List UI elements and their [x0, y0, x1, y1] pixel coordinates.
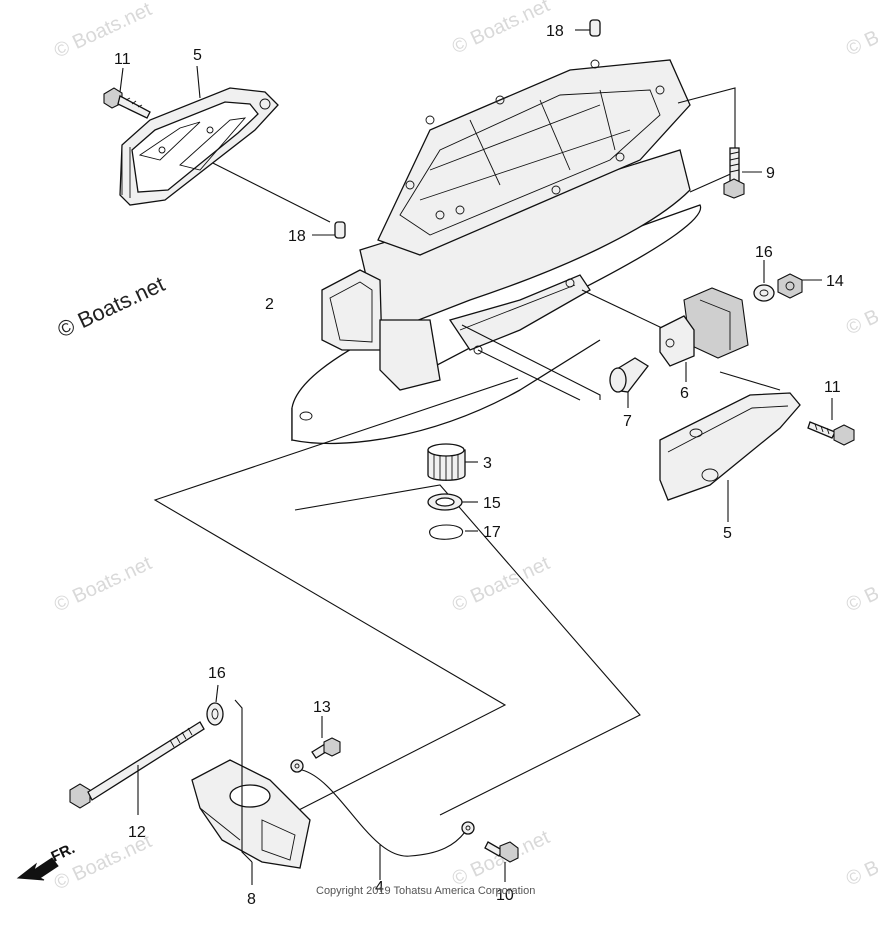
- callout-16: 16: [208, 665, 226, 682]
- callout-labels: 18 11 5 9 18 16 14 2 6 11 7 3 15 17 5 16…: [114, 23, 844, 908]
- callout-12: 12: [128, 824, 146, 841]
- bolt-part-11-lower: [807, 398, 855, 446]
- mount-cover-part-5-upper: [119, 87, 279, 206]
- watermark: © Boats.net: [51, 552, 156, 616]
- washer-part-15: [427, 493, 478, 511]
- callout-4: 4: [375, 879, 384, 896]
- dowel-pin-part-18-lower: [312, 221, 346, 239]
- callout-11: 11: [824, 379, 841, 396]
- callout-3: 3: [483, 455, 492, 472]
- through-bolt-part-12: [69, 721, 205, 815]
- lower-casing-part-2: [291, 59, 702, 445]
- bolt-part-9: [723, 147, 762, 199]
- callout-9: 9: [766, 165, 775, 182]
- watermark: © Boats.net: [449, 826, 554, 890]
- bracket-part-8: [191, 699, 311, 885]
- front-label: FR.: [49, 840, 78, 866]
- watermark: © Boats.net: [843, 826, 878, 890]
- washer-part-16-lower: [206, 684, 224, 726]
- bearing-part-3: [427, 443, 478, 481]
- mount-rubber-part-6: [659, 287, 749, 382]
- nut-part-14: [777, 273, 822, 299]
- watermark: © Boats.net: [449, 552, 554, 616]
- collar-part-7: [609, 357, 649, 408]
- front-arrow-icon: [16, 857, 59, 881]
- callout-18: 18: [288, 228, 306, 245]
- ground-cable-part-4: [290, 759, 475, 880]
- watermark: © Boats.net: [843, 275, 878, 339]
- copyright-text: Copyright 2019 Tohatsu America Corporati…: [316, 885, 535, 897]
- snap-ring-part-17: [429, 524, 478, 540]
- callout-11: 11: [114, 51, 131, 68]
- bolt-part-13: [311, 716, 341, 759]
- callout-18: 18: [546, 23, 564, 40]
- callout-2: 2: [265, 296, 274, 313]
- callout-14: 14: [826, 273, 844, 290]
- callout-10: 10: [496, 887, 514, 904]
- callout-13: 13: [313, 699, 331, 716]
- callout-17: 17: [483, 524, 501, 541]
- callout-6: 6: [680, 385, 689, 402]
- watermark: © Boats.net: [843, 0, 878, 61]
- callout-16: 16: [755, 244, 773, 261]
- watermark: © Boats.net: [843, 552, 878, 616]
- callout-7: 7: [623, 413, 632, 430]
- bolt-part-11-upper: [103, 65, 201, 119]
- mount-cover-part-5-lower: [659, 392, 801, 522]
- bolt-part-10: [484, 841, 519, 882]
- callout-5: 5: [193, 47, 202, 64]
- washer-part-16-upper: [753, 260, 775, 302]
- callout-15: 15: [483, 495, 501, 512]
- leader-lines: [153, 87, 781, 841]
- watermark: © Boats.net: [449, 0, 554, 59]
- dowel-pin-part-18-upper: [575, 19, 601, 37]
- watermark-main: © Boats.net: [54, 271, 169, 342]
- watermark: © Boats.net: [51, 0, 156, 63]
- callout-5: 5: [723, 525, 732, 542]
- callout-8: 8: [247, 891, 256, 908]
